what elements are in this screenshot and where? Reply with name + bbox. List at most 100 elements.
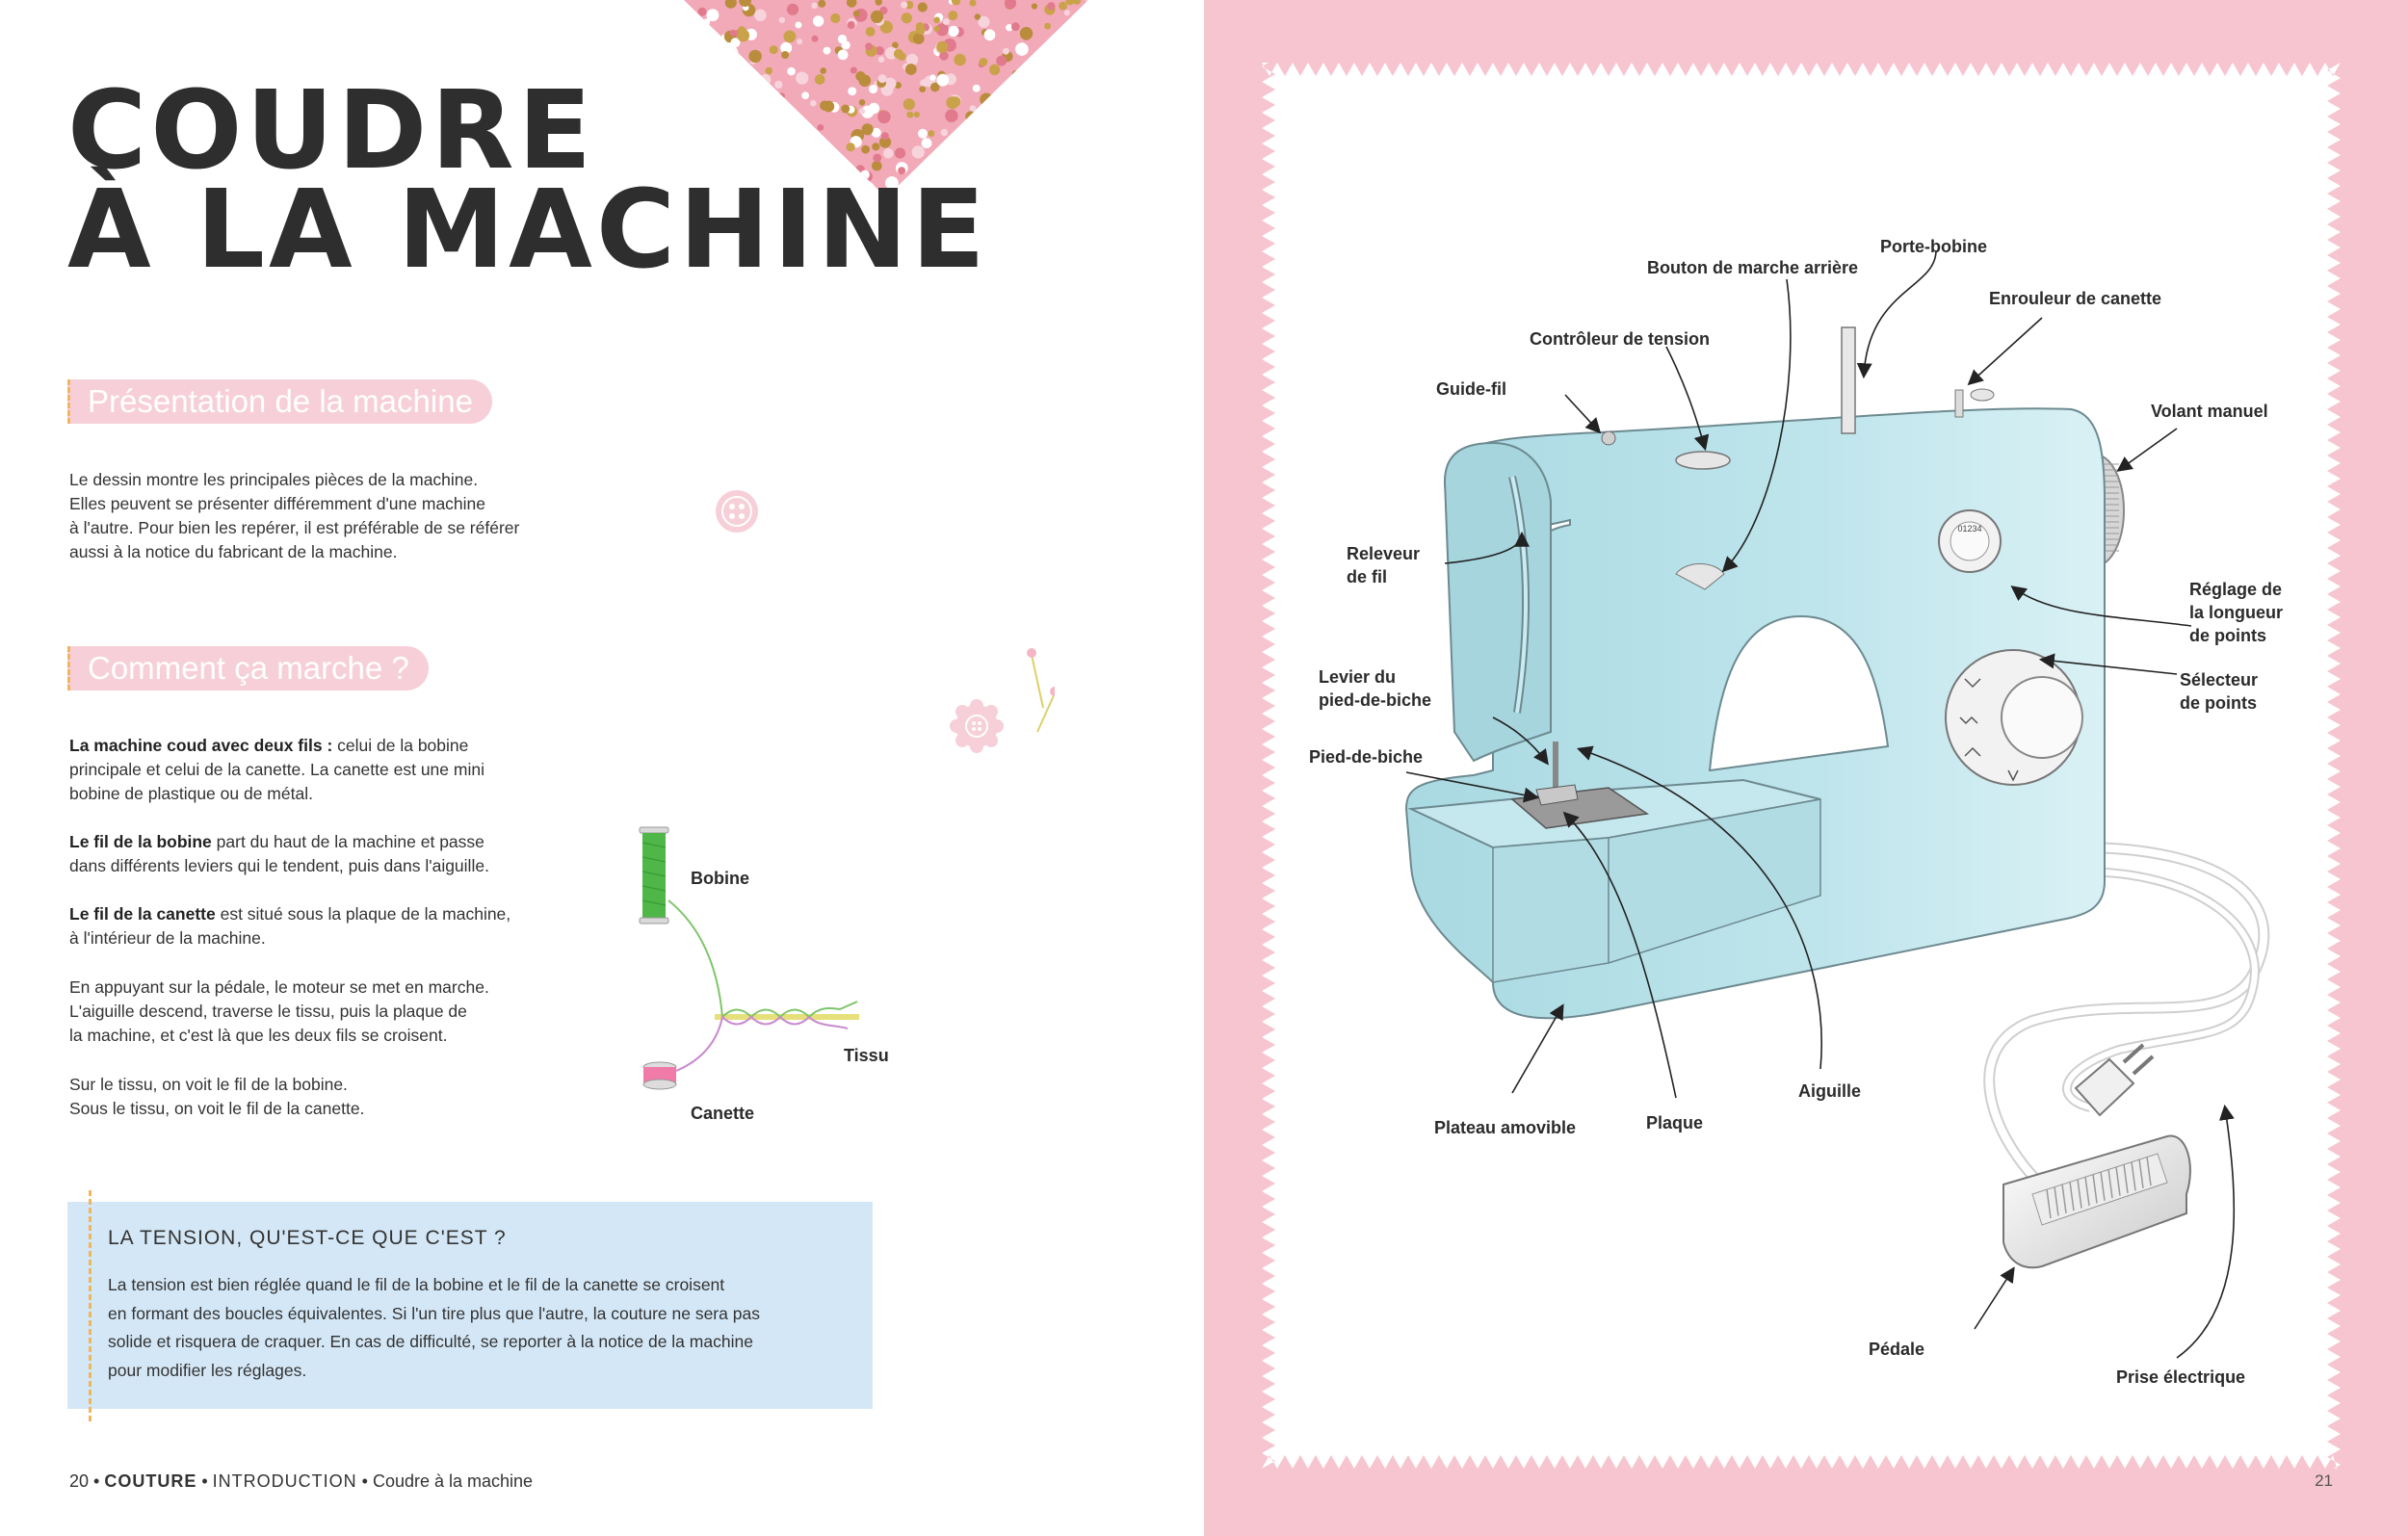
needle <box>1553 742 1558 801</box>
leader-plaque <box>1562 811 1677 1099</box>
spool-pin <box>1841 326 1856 434</box>
text-line: à l'intérieur de la machine. <box>69 928 266 948</box>
bold-lead: La machine coud avec deux fils : <box>69 736 333 755</box>
label-line: pied-de-biche <box>1319 690 1432 710</box>
tension-info-box: LA TENSION, QU'EST-CE QUE C'EST ? La ten… <box>67 1190 873 1421</box>
leader-reglage <box>2010 586 2192 627</box>
label-aiguille: Aiguille <box>1798 1081 1862 1101</box>
separator: • <box>89 1471 105 1491</box>
stitch-selector-dial <box>1945 649 2083 786</box>
text-line: celui de la bobine <box>332 736 469 755</box>
leader-volant <box>2116 428 2178 472</box>
label-porte-bobine: Porte-bobine <box>1880 237 1987 256</box>
page-number: 20 <box>69 1471 90 1491</box>
text-line: Le dessin montre les principales pièces … <box>69 470 479 489</box>
leader-guide-fil <box>1564 394 1602 434</box>
leader-releveur <box>1444 531 1530 564</box>
thread-guide <box>1601 430 1616 446</box>
bold-lead: Le fil de la canette <box>69 904 216 924</box>
presentation-paragraph: Le dessin montre les principales pièces … <box>69 468 570 564</box>
bobbin-winder-top <box>1970 388 1995 402</box>
canette-label: Canette <box>691 1104 755 1123</box>
label-enrouleur: Enrouleur de canette <box>1989 289 2162 308</box>
pins-decoration <box>1027 648 1055 733</box>
label-plateau: Plateau amovible <box>1434 1118 1577 1137</box>
arm-opening <box>1708 614 1890 772</box>
flower-button-icon <box>950 699 1004 753</box>
text-line: dans différents leviers qui le tendent, … <box>69 856 489 875</box>
tension-box-title: LA TENSION, QU'EST-CE QUE C'EST ? <box>108 1227 507 1249</box>
section-title-presentation: Présentation de la machine <box>67 379 492 424</box>
leader-plateau <box>1511 1003 1564 1094</box>
text-line: Elles peuvent se présenter différemment … <box>69 494 486 513</box>
bobine-spool-icon <box>639 826 669 924</box>
text-line: à l'autre. Pour bien les repérer, il est… <box>69 518 520 537</box>
text-line: en formant des boucles équivalentes. Si … <box>108 1303 760 1323</box>
plug-icon <box>2074 1043 2155 1117</box>
leader-porte-bobine <box>1856 249 1937 379</box>
footer-topic: Coudre à la machine <box>372 1471 534 1491</box>
text-line: En appuyant sur la pédale, le moteur se … <box>69 977 489 997</box>
paragraph-pedal: En appuyant sur la pédale, le moteur se … <box>69 976 570 1048</box>
thread-diagram <box>639 826 859 1090</box>
bobine-thread <box>667 899 858 1020</box>
leader-levier <box>1492 716 1549 766</box>
confetti-decoration <box>684 0 1088 197</box>
label-line: la longueur <box>2189 603 2284 622</box>
text-line: part du haut de la machine et passe <box>211 832 484 851</box>
box-dashed-rule <box>89 1190 92 1421</box>
presser-foot <box>1535 784 1579 806</box>
footer-chapter: INTRODUCTION <box>212 1471 357 1491</box>
text-line: principale et celui de la canette. La ca… <box>69 760 484 779</box>
footer-category: COUTURE <box>104 1471 197 1491</box>
leader-pedale <box>1974 1266 2015 1330</box>
label-plaque: Plaque <box>1646 1113 1704 1132</box>
text-line: la machine, et c'est là que les deux fil… <box>69 1026 448 1045</box>
label-volant: Volant manuel <box>2151 402 2268 421</box>
label-guide-fil: Guide-fil <box>1436 379 1506 399</box>
label-line: de points <box>2189 626 2266 645</box>
sewing-button-icon <box>716 490 758 533</box>
leader-pied <box>1405 771 1540 803</box>
page-title-line2: À LA MACHINE <box>67 168 989 293</box>
page-footer: 20 • COUTURE • INTRODUCTION • Coudre à l… <box>69 1471 533 1492</box>
canette-spool-icon <box>642 1061 677 1090</box>
label-line: de fil <box>1347 567 1388 586</box>
text-line: Sous le tissu, on voit le fil de la cane… <box>69 1099 365 1118</box>
tension-box-text: La tension est bien réglée quand le fil … <box>108 1271 840 1385</box>
bobine-label: Bobine <box>691 869 749 888</box>
label-line: Releveur <box>1347 544 1421 563</box>
thread-track-inner <box>1510 476 1529 714</box>
label-releveur: Releveur de fil <box>1347 542 1420 588</box>
section-title-how-it-works: Comment ça marche ? <box>67 646 429 690</box>
bobbin-winder <box>1954 389 1964 418</box>
leader-enrouleur <box>1967 317 2043 386</box>
label-prise: Prise électrique <box>2116 1367 2246 1387</box>
text-line: pour modifier les réglages. <box>108 1360 307 1380</box>
label-pedale: Pédale <box>1869 1340 1925 1359</box>
fabric-strip <box>715 1014 859 1020</box>
label-levier: Levier du pied-de-biche <box>1319 665 1431 712</box>
text-line: bobine de plastique ou de métal. <box>69 784 313 803</box>
label-line: Sélecteur <box>2180 670 2259 690</box>
leader-aiguille <box>1576 745 1822 1070</box>
leader-selecteur <box>2038 653 2178 675</box>
page-number-right: 21 <box>2315 1471 2333 1490</box>
text-line: La tension est bien réglée quand le fil … <box>108 1275 725 1294</box>
label-controleur: Contrôleur de tension <box>1530 329 1711 349</box>
tissu-label: Tissu <box>844 1046 889 1065</box>
text-line: solide et risquera de craquer. En cas de… <box>108 1332 753 1351</box>
text-line: est situé sous la plaque de la machine, <box>215 904 511 924</box>
text-line: aussi à la notice du fabricant de la mac… <box>69 542 398 561</box>
page-title-line1: COUDRE <box>67 68 596 194</box>
leader-marche-arriere <box>1721 278 1792 573</box>
canette-thread <box>675 1014 849 1072</box>
left-page: COUDRE À LA MACHINE Présentation de la m… <box>67 0 1088 1492</box>
tension-knob <box>1675 451 1731 470</box>
right-page: 01234 <box>1204 0 2408 1536</box>
sewing-machine-illustration: 01234 <box>1404 326 2270 1269</box>
paragraph-two-threads: La machine coud avec deux fils : celui d… <box>69 734 570 806</box>
leader-controleur <box>1665 346 1710 452</box>
bold-lead: Le fil de la bobine <box>69 832 212 851</box>
text-line: L'aiguille descend, traverse le tissu, p… <box>69 1002 467 1021</box>
